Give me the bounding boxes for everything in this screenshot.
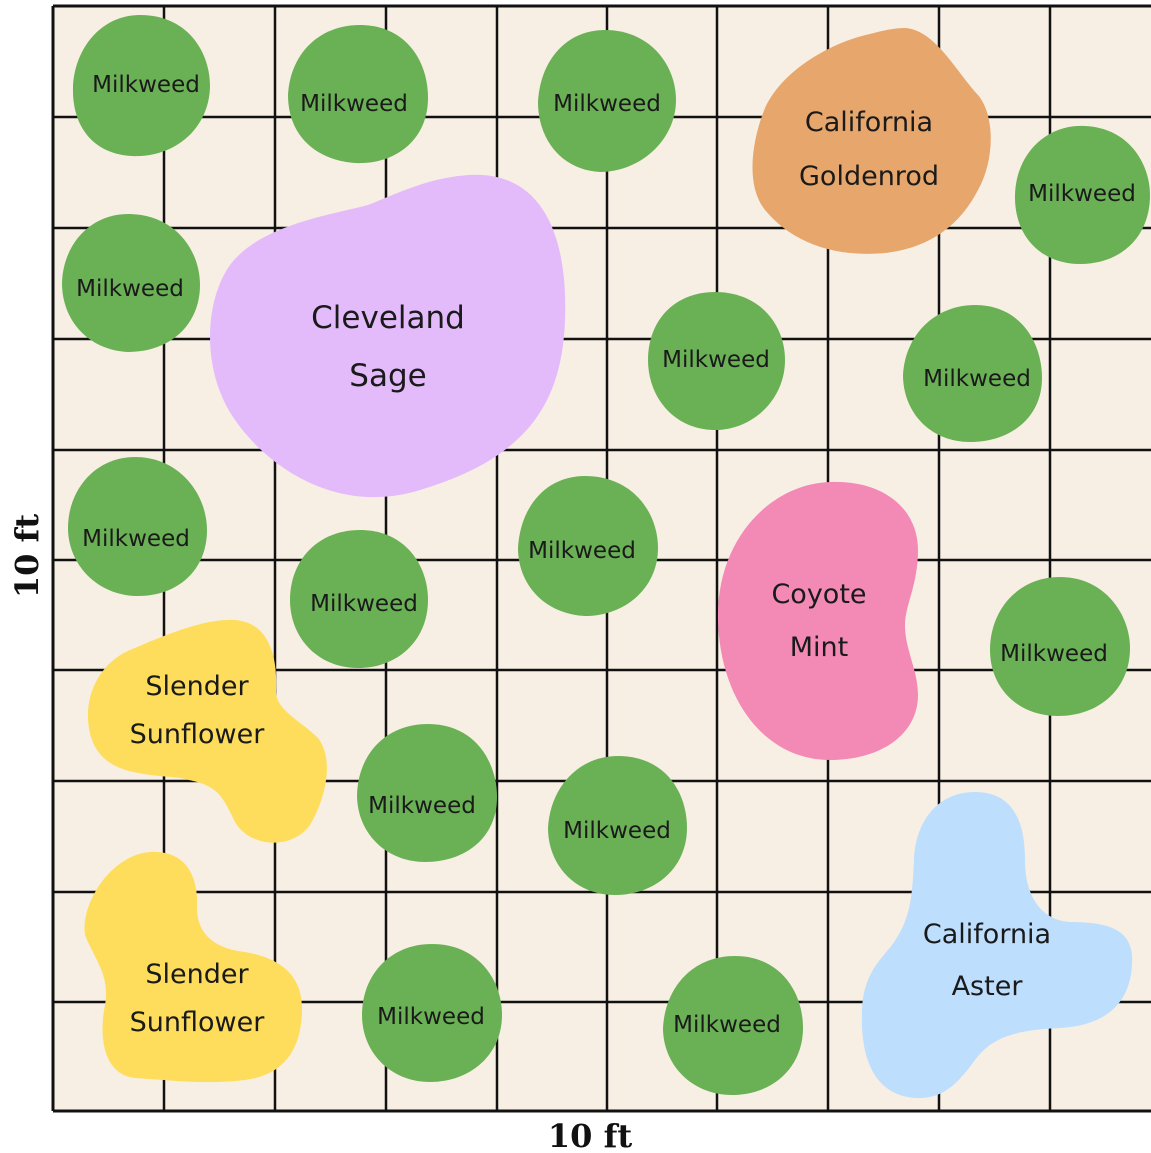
california-goldenrod-shape — [752, 28, 991, 254]
milkweed-shape — [72, 15, 211, 157]
milkweed-label: Milkweed — [563, 818, 671, 844]
milkweed-shape — [362, 944, 502, 1082]
milkweed-label: Milkweed — [528, 538, 636, 564]
milkweed-shape — [357, 724, 497, 862]
milkweed-label: Milkweed — [300, 91, 408, 117]
slender-sunflower-1-shape — [87, 619, 327, 843]
california-aster-label: Aster — [952, 971, 1024, 1002]
milkweed-shape — [648, 292, 785, 430]
milkweed-shape — [68, 457, 207, 596]
milkweed-label: Milkweed — [92, 72, 200, 98]
coyote-mint-label: Mint — [790, 632, 849, 663]
california-aster-label: California — [923, 919, 1051, 950]
plant-labels: Cleveland Sage California Goldenrod Coyo… — [130, 107, 1051, 1038]
milkweed-label: Milkweed — [1028, 181, 1136, 207]
slender-sunflower-1-label: Sunflower — [130, 719, 266, 750]
milkweed-labels: Milkweed Milkweed Milkweed Milkweed Milk… — [76, 72, 1136, 1038]
milkweed-label: Milkweed — [82, 526, 190, 552]
bed-border — [51, 4, 1151, 1113]
milkweed-shape — [903, 305, 1042, 442]
milkweed-shape — [548, 756, 687, 895]
cleveland-sage-label: Sage — [349, 358, 426, 394]
cleveland-sage-shape — [210, 174, 566, 498]
milkweed-shape — [1014, 125, 1150, 264]
milkweed-label: Milkweed — [923, 366, 1031, 392]
milkweed-shape — [290, 530, 428, 668]
y-axis-label: 10 ft — [8, 514, 46, 598]
milkweed-label: Milkweed — [76, 276, 184, 302]
california-goldenrod-label: California — [805, 107, 933, 138]
milkweed-label: Milkweed — [1000, 641, 1108, 667]
milkweed-shape — [288, 25, 428, 164]
milkweed-plants — [62, 15, 1150, 1095]
milkweed-shape — [538, 30, 676, 172]
milkweed-label: Milkweed — [368, 793, 476, 819]
milkweed-label: Milkweed — [377, 1004, 485, 1030]
milkweed-label: Milkweed — [310, 591, 418, 617]
slender-sunflower-1-label: Slender — [145, 671, 249, 702]
milkweed-label: Milkweed — [662, 347, 770, 373]
coyote-mint-shape — [717, 481, 918, 760]
milkweed-shape — [990, 577, 1130, 716]
california-goldenrod-label: Goldenrod — [799, 161, 939, 192]
milkweed-shape — [518, 476, 658, 616]
milkweed-label: Milkweed — [673, 1012, 781, 1038]
milkweed-shape — [62, 213, 200, 352]
california-aster-shape — [861, 792, 1133, 1099]
slender-sunflower-2-label: Sunflower — [130, 1007, 266, 1038]
cleveland-sage-label: Cleveland — [311, 300, 465, 336]
x-axis-label: 10 ft — [548, 1117, 632, 1153]
milkweed-label: Milkweed — [553, 91, 661, 117]
milkweed-shape — [663, 956, 803, 1095]
slender-sunflower-2-label: Slender — [145, 959, 249, 990]
coyote-mint-label: Coyote — [771, 579, 866, 610]
slender-sunflower-2-shape — [84, 851, 303, 1083]
